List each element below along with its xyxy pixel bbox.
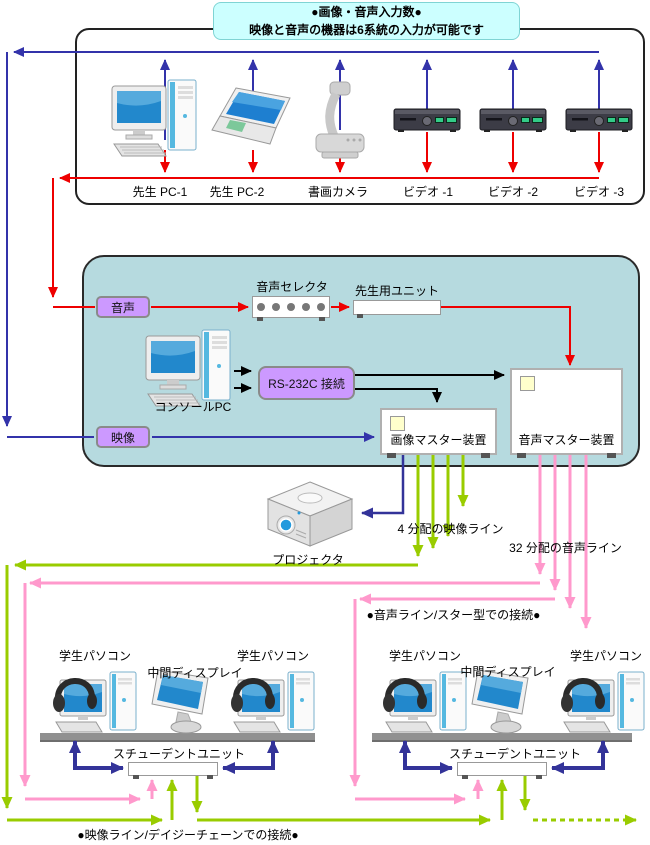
device-label-teacher-pc2: 先生 PC-2	[209, 185, 265, 199]
indicator-square-icon	[390, 416, 405, 431]
student-pc-label: 学生パソコン	[58, 649, 131, 663]
video-deck-icon	[393, 108, 461, 133]
student-pc-label: 学生パソコン	[388, 649, 461, 663]
audio-master-label: 音声マスター装置	[518, 433, 615, 447]
device-label-video3: ビデオ -3	[573, 185, 624, 199]
control-lines	[234, 366, 505, 403]
console-pc-icon	[145, 329, 231, 407]
audio-selector-label: 音声セレクタ	[256, 280, 328, 294]
desk-right	[372, 733, 632, 742]
desk-left	[40, 733, 315, 742]
student-pc-icon	[231, 672, 314, 732]
rs232c-box: RS-232C 接続	[258, 366, 355, 400]
audio-distribution-lines	[19, 452, 592, 805]
student-unit-label: スチューデントユニット	[449, 747, 582, 761]
audio-master-box: 音声マスター装置	[510, 368, 623, 458]
selector-dots	[253, 297, 329, 317]
banner-subtitle: 映像と音声の機器は6系統の入力が可能です	[249, 23, 484, 37]
video-distribution-lines	[1, 452, 637, 826]
video-daisy-section-label: ●映像ライン/デイジーチェーンでの接続●	[77, 828, 299, 842]
video-tag: 映像	[96, 426, 150, 448]
console-pc-label: コンソールPC	[154, 400, 232, 414]
audio-star-section-label: ●音声ライン/スター型での接続●	[366, 608, 541, 622]
intermediate-display-label: 中間ディスプレイ	[460, 665, 556, 679]
device-label-teacher-pc1: 先生 PC-1	[132, 185, 188, 199]
banner-title: ●画像・音声入力数●	[311, 5, 422, 19]
audio-selector-box	[252, 296, 330, 321]
audio-lines-label: 32 分配の音声ライン	[509, 541, 622, 555]
selector-dot	[257, 303, 265, 311]
intermediate-display-icon	[471, 669, 529, 734]
audio-bus-lines	[48, 132, 604, 366]
teacher-unit-box	[353, 300, 441, 318]
device-label-doc-camera: 書画カメラ	[307, 185, 368, 199]
video-deck-icon	[479, 108, 547, 133]
audio-tag: 音声	[96, 296, 150, 318]
image-master-label: 画像マスター装置	[390, 433, 487, 447]
student-pc-icon	[561, 672, 644, 732]
device-label-video2: ビデオ -2	[487, 185, 538, 199]
device-label-video1: ビデオ -1	[402, 185, 453, 199]
student-pc-label: 学生パソコン	[569, 649, 642, 663]
student-pc-label: 学生パソコン	[236, 649, 309, 663]
desktop-pc-icon	[111, 79, 197, 157]
student-unit-box	[457, 762, 547, 779]
teacher-unit-label: 先生用ユニット	[354, 284, 439, 298]
intermediate-display-label: 中間ディスプレイ	[147, 666, 243, 680]
image-master-box: 画像マスター装置	[380, 408, 497, 458]
projector-icon	[267, 481, 353, 547]
student-pc-icon	[383, 672, 466, 732]
student-unit-label: スチューデントユニット	[113, 747, 246, 761]
student-link-lines	[69, 740, 609, 774]
video-lines-label: 4 分配の映像ライン	[397, 522, 504, 536]
selector-dot	[302, 303, 310, 311]
video-deck-icon	[565, 108, 633, 133]
video-bus-lines	[2, 47, 604, 442]
projector-line	[361, 452, 405, 519]
student-unit-box	[128, 762, 218, 779]
laptop-icon	[211, 87, 291, 145]
student-pc-icon	[53, 672, 136, 732]
banner: ●画像・音声入力数● 映像と音声の機器は6系統の入力が可能です	[213, 2, 520, 40]
indicator-square-icon	[520, 376, 535, 391]
selector-dot	[287, 303, 295, 311]
projector-label: プロジェクタ	[272, 553, 344, 567]
selector-dot	[272, 303, 280, 311]
selector-dot	[317, 303, 325, 311]
